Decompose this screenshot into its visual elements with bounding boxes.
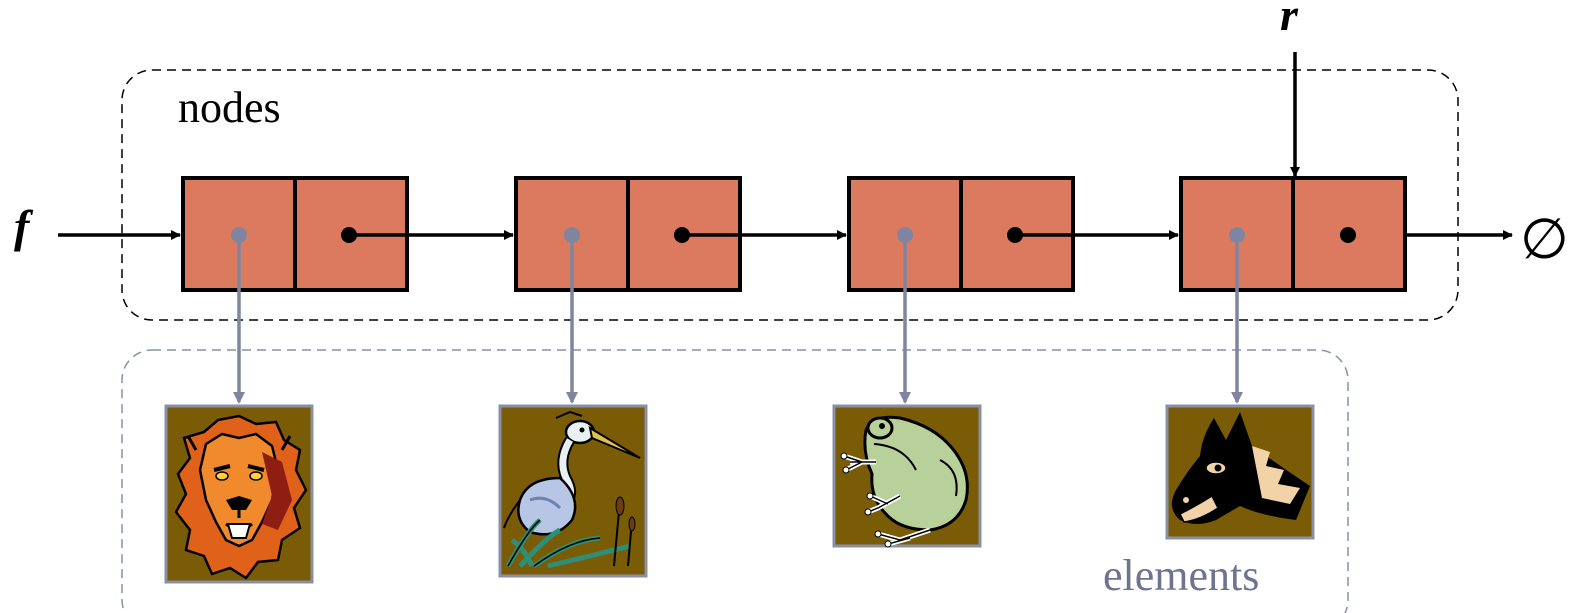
heron-icon [498, 404, 648, 578]
frog-icon [832, 404, 982, 548]
next-pointer-dot [1340, 227, 1356, 243]
list-node-4 [1179, 176, 1407, 292]
elements-group-label: elements [1103, 551, 1259, 600]
horse-icon [1165, 404, 1315, 540]
elements-group-box [121, 349, 1349, 613]
lion-icon [164, 404, 314, 584]
nodes-group-label: nodes [178, 83, 281, 132]
front-pointer-label: f [14, 201, 34, 252]
nodes-group-box [121, 69, 1459, 321]
rear-pointer-label: r [1280, 0, 1299, 40]
null-symbol: ∅ [1520, 209, 1569, 271]
